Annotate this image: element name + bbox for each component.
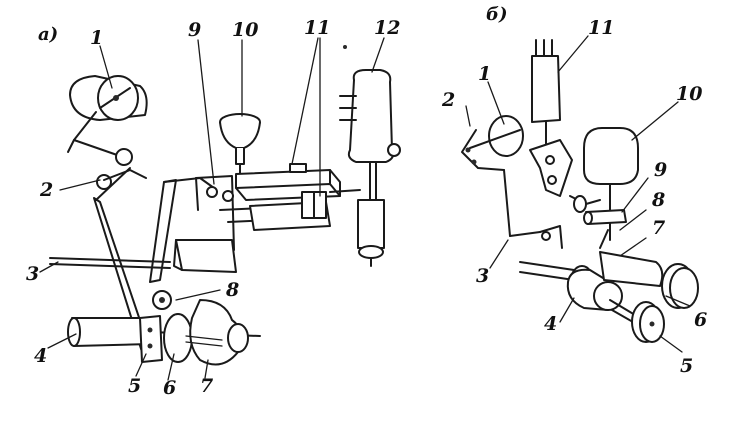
figure-a: а) (26, 17, 401, 399)
figure-b-spindle-11 (529, 39, 573, 197)
figure-b-label-7: 7 (652, 217, 665, 239)
figure-b-link (503, 169, 601, 249)
figure-a-cam-5-6-7 (139, 290, 249, 366)
figure-a-rod-3 (49, 257, 171, 269)
figure-a-label-3: 3 (26, 263, 39, 285)
figure-a-labels: 1 2 3 4 5 6 7 8 9 10 11 12 (26, 17, 400, 399)
figure-b-sublabel: б) (486, 4, 508, 25)
figure-a-label-4: 4 (34, 345, 47, 367)
figure-a-label-7: 7 (200, 375, 213, 397)
figure-b-label-10: 10 (676, 83, 702, 105)
figure-b-labels: 1 2 3 4 5 6 7 8 9 10 11 (441, 17, 707, 377)
figure-a-label-2: 2 (39, 179, 53, 201)
figure-b-leaders (465, 35, 691, 353)
figure-a-drum-1 (69, 75, 148, 121)
figure-a-label-5: 5 (128, 375, 141, 397)
figure-a-label-12: 12 (374, 17, 400, 39)
figure-b-bar-9-8 (583, 209, 627, 249)
figure-a-label-8: 8 (225, 279, 239, 301)
figure-b-label-5: 5 (680, 355, 693, 377)
figure-b-label-6: 6 (694, 309, 707, 331)
figure-b: б) (441, 4, 707, 377)
figure-b-label-9: 9 (654, 159, 667, 181)
figure-b-label-2: 2 (441, 89, 455, 111)
figure-b-cylinder-10 (583, 127, 639, 241)
figure-b-shafts-4-5-6-7 (519, 251, 699, 343)
figure-a-label-6: 6 (163, 377, 176, 399)
figure-a-spindle-12 (339, 45, 401, 267)
figure-b-label-8: 8 (651, 189, 665, 211)
figure-a-label-10: 10 (232, 19, 258, 41)
figure-b-label-3: 3 (476, 265, 489, 287)
figure-a-lever-2 (67, 111, 147, 201)
figure-b-label-4: 4 (544, 313, 557, 335)
figure-a-label-11: 11 (304, 17, 330, 39)
figure-b-label-1: 1 (478, 63, 491, 85)
figure-a-label-9: 9 (188, 19, 201, 41)
figure-a-label-1: 1 (90, 27, 103, 49)
figure-a-block-11 (235, 163, 361, 231)
figure-a-leaders (39, 37, 385, 381)
figure-b-disc-1 (461, 115, 524, 171)
figure-a-sublabel: а) (38, 24, 58, 45)
figure-a-funnel-10 (219, 113, 261, 175)
figure-b-label-11: 11 (588, 17, 614, 39)
